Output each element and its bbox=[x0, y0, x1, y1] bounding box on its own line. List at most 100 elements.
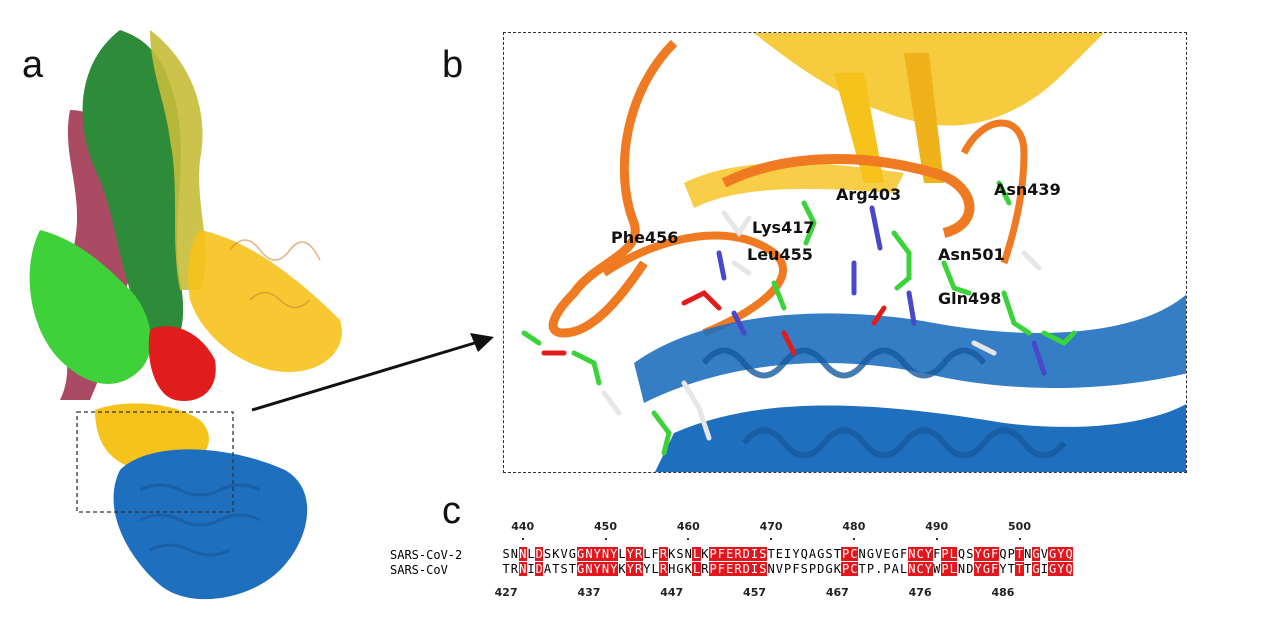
residue-cell: S bbox=[966, 547, 974, 561]
bottom-position-number: 437 bbox=[577, 586, 601, 599]
bottom-position-number: 447 bbox=[660, 586, 684, 599]
residue-cell: D bbox=[535, 547, 544, 561]
residue-cell: H bbox=[668, 562, 676, 576]
arrow-head bbox=[470, 333, 494, 352]
residue-cell: S bbox=[676, 547, 684, 561]
residue-cell: Y bbox=[973, 547, 983, 561]
residue-cell: P bbox=[709, 547, 718, 561]
residue-cell: R bbox=[659, 547, 668, 561]
residue-cell: N bbox=[601, 547, 610, 561]
residue-cell: C bbox=[916, 547, 925, 561]
residue-cell: Y bbox=[1056, 562, 1066, 576]
residue-cell: L bbox=[643, 547, 651, 561]
residue-cell: T bbox=[568, 562, 576, 576]
residue-cell: N bbox=[907, 547, 916, 561]
residue-cell: V bbox=[775, 562, 783, 576]
residue-cell: G bbox=[982, 562, 991, 576]
residue-cell: F bbox=[990, 547, 999, 561]
top-tick-dot bbox=[770, 538, 773, 540]
residue-cell: Q bbox=[957, 547, 966, 561]
residue-cell: T bbox=[1015, 562, 1024, 576]
residue-cell: I bbox=[784, 547, 792, 561]
top-position-number: 490 bbox=[925, 520, 949, 533]
residue-cell: Y bbox=[593, 547, 602, 561]
residue-cell: Y bbox=[609, 547, 618, 561]
residue-cell: N bbox=[957, 562, 966, 576]
residue-cell: K bbox=[618, 562, 626, 576]
residue-cell: F bbox=[717, 562, 726, 576]
residue-cell: E bbox=[775, 547, 783, 561]
residue-cell: E bbox=[725, 547, 734, 561]
residue-cell: F bbox=[717, 547, 726, 561]
residue-cell: I bbox=[750, 547, 759, 561]
residue-cell: A bbox=[891, 562, 899, 576]
residue-cell: V bbox=[1040, 547, 1048, 561]
residue-cell: S bbox=[560, 562, 568, 576]
residue-cell: P bbox=[866, 562, 875, 576]
residue-cell: Y bbox=[924, 547, 933, 561]
residue-cell: T bbox=[767, 547, 775, 561]
residue-cell: N bbox=[858, 547, 866, 561]
label-asn439: Asn439 bbox=[994, 180, 1061, 199]
residue-cell: T bbox=[1007, 562, 1015, 576]
residue-cell: Y bbox=[792, 547, 800, 561]
residue-cell: Y bbox=[973, 562, 983, 576]
residue-cell: N bbox=[510, 547, 519, 561]
residue-cell: G bbox=[982, 547, 991, 561]
residue-cell: N bbox=[601, 562, 610, 576]
bottom-position-number: 427 bbox=[494, 586, 518, 599]
zoom-region-box bbox=[76, 411, 234, 513]
residue-cell: D bbox=[535, 562, 544, 576]
residue-cell: Y bbox=[609, 562, 618, 576]
residue-cell: P bbox=[1007, 547, 1015, 561]
label-phe456: Phe456 bbox=[611, 228, 679, 247]
residue-cell: G bbox=[825, 562, 833, 576]
residue-cell: K bbox=[552, 547, 560, 561]
residue-cell: K bbox=[701, 547, 709, 561]
rbd-yellow-lobe bbox=[188, 230, 342, 372]
residue-cell: Y bbox=[626, 562, 635, 576]
residue-cell: N bbox=[767, 562, 775, 576]
residue-cell: G bbox=[576, 562, 585, 576]
residue-cell: N bbox=[518, 547, 527, 561]
residue-cell: P bbox=[883, 562, 891, 576]
residue-cell: I bbox=[1040, 562, 1048, 576]
residue-cell: S bbox=[543, 547, 552, 561]
seq-name-sars-cov: SARS-CoV bbox=[390, 563, 448, 577]
residue-cell: T bbox=[502, 562, 510, 576]
residue-cell: G bbox=[891, 547, 899, 561]
residue-cell: R bbox=[634, 547, 643, 561]
panel-label-a: a bbox=[22, 44, 44, 86]
residue-cell: S bbox=[758, 562, 767, 576]
bottom-position-number: 486 bbox=[991, 586, 1015, 599]
residue-cell: T bbox=[833, 547, 841, 561]
top-position-number: 500 bbox=[1008, 520, 1031, 533]
residue-cell: D bbox=[817, 562, 825, 576]
bottom-position-number: 476 bbox=[908, 586, 932, 599]
top-position-number: 440 bbox=[511, 520, 535, 533]
residue-cell: F bbox=[651, 547, 659, 561]
residue-cell: Y bbox=[626, 547, 635, 561]
residue-cell: L bbox=[692, 562, 701, 576]
residue-cell: C bbox=[916, 562, 925, 576]
residue-cell: P bbox=[784, 562, 792, 576]
residue-cell: E bbox=[883, 547, 891, 561]
residue-cell: Q bbox=[800, 547, 808, 561]
residue-cell: G bbox=[676, 562, 684, 576]
label-asn501: Asn501 bbox=[938, 245, 1005, 264]
residue-cell: R bbox=[510, 562, 519, 576]
residue-cell: S bbox=[800, 562, 808, 576]
residue-cell: P bbox=[808, 562, 817, 576]
residue-cell: F bbox=[792, 562, 800, 576]
residue-cell: F bbox=[899, 547, 908, 561]
residue-cell: K bbox=[833, 562, 841, 576]
top-tick-dot bbox=[852, 538, 855, 540]
residue-cell: C bbox=[849, 562, 859, 576]
top-tick-dot bbox=[521, 538, 524, 540]
residue-cell: A bbox=[808, 547, 817, 561]
residue-cell: G bbox=[1048, 562, 1057, 576]
spike-protein-structure bbox=[29, 30, 494, 600]
residue-cell: N bbox=[907, 562, 916, 576]
interface-zoom-panel: Arg403 Asn439 Lys417 Phe456 Leu455 Asn50… bbox=[503, 32, 1187, 473]
residue-cell: D bbox=[742, 562, 751, 576]
